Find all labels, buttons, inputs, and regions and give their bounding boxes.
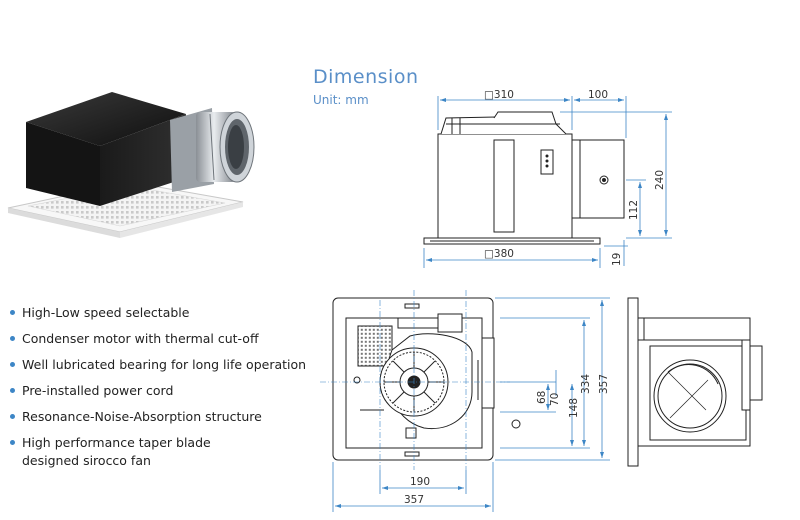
dim-outer-height: 357 [598, 374, 610, 394]
dim-grille-thickness: 19 [611, 253, 623, 266]
feature-text: Resonance-Noise-Absorption structure [22, 409, 262, 424]
dim-grille-width: □380 [484, 248, 514, 260]
front-view-dimension-arrows [335, 300, 604, 508]
feature-text: Well lubricated bearing for long life op… [22, 357, 307, 372]
unit-label: Unit: mm [313, 93, 369, 107]
feature-item: Resonance-Noise-Absorption structure [10, 408, 306, 426]
dim-inner-d: 334 [580, 374, 592, 394]
bullet-icon [10, 336, 15, 341]
feature-text: High-Low speed selectable [22, 305, 190, 320]
feature-item: High-Low speed selectable [10, 304, 306, 322]
feature-text-continued: designed sirocco fan [22, 453, 151, 468]
side-view-drawing [423, 111, 625, 245]
side-view-dimensions [423, 96, 672, 268]
feature-item: Condenser motor with thermal cut-off [10, 330, 306, 348]
front-view-drawing [332, 297, 521, 461]
feature-item: High performance taper blade designed sir… [10, 434, 306, 470]
feature-item: Well lubricated bearing for long life op… [10, 356, 306, 374]
end-view-drawing [627, 297, 763, 467]
front-view-labels: 68 70 148 334 357 190 357 [404, 374, 610, 506]
feature-text: High performance taper blade [22, 435, 211, 450]
feature-text: Pre-installed power cord [22, 383, 174, 398]
product-photo [7, 92, 255, 238]
dim-top-width: □310 [484, 89, 514, 101]
feature-text: Condenser motor with thermal cut-off [22, 331, 259, 346]
bullet-icon [10, 440, 15, 445]
dim-inner-a: 68 [536, 391, 548, 404]
dim-inner-c: 148 [568, 398, 580, 418]
dim-inner-b: 70 [549, 393, 561, 406]
bullet-icon [10, 362, 15, 367]
bullet-icon [10, 388, 15, 393]
dim-duct-length: 100 [588, 89, 608, 101]
dim-bottom-inner: 190 [410, 476, 430, 488]
bullet-icon [10, 414, 15, 419]
dimension-title: Dimension [313, 66, 419, 88]
dim-total-height: 240 [654, 170, 666, 190]
dim-duct-height: 112 [628, 200, 640, 220]
side-view-dimension-arrows [426, 98, 668, 262]
feature-list: High-Low speed selectable Condenser moto… [10, 304, 306, 478]
front-view-centerlines [320, 290, 510, 470]
side-view-labels: □310 100 □380 240 112 19 [484, 89, 666, 266]
dim-bottom-outer: 357 [404, 494, 424, 506]
bullet-icon [10, 310, 15, 315]
feature-item: Pre-installed power cord [10, 382, 306, 400]
